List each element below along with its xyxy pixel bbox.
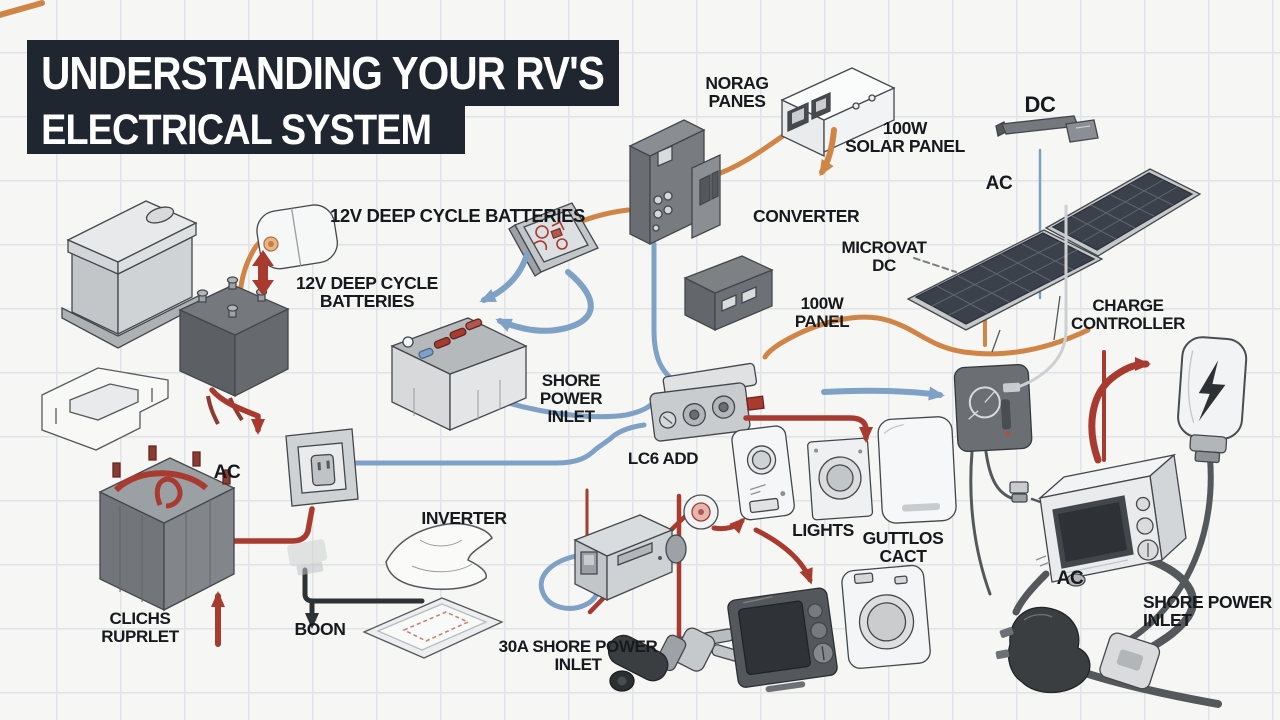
label-100w-solar-panel: 100W SOLAR PANEL (845, 118, 965, 157)
title-banner-top: UNDERSTANDING YOUR RV'S (27, 40, 619, 106)
wire-blue-controlbox-inlet (654, 244, 678, 384)
title-banner-bottom: ELECTRICAL SYSTEM (27, 106, 465, 154)
arrow-red-socket-doorbell (714, 517, 746, 534)
house-battery (100, 446, 234, 610)
label-dc-top: DC (1024, 92, 1056, 117)
arrow-blue-panel-battery-1 (479, 254, 527, 300)
coach-battery (392, 318, 526, 430)
label-30a-shore-power: 30A SHORE POWER INLET (498, 637, 658, 674)
arrow-red-to-charging-plug (1092, 357, 1151, 460)
wire-blue-outlet-inlet (350, 425, 644, 463)
control-box (630, 120, 720, 244)
shore-plug-connector (604, 625, 747, 691)
light-fixture-plate (807, 438, 872, 520)
cable-controller-down (971, 452, 990, 594)
appliance-box (877, 416, 956, 524)
microwave (1036, 455, 1186, 586)
mounting-bracket (42, 368, 168, 450)
label-converter: CONVERTER (753, 206, 860, 226)
label-shore-power-right: SHORE POWER INLET (1143, 592, 1272, 631)
cable-connector (1010, 482, 1028, 502)
label-lights: LIGHTS (792, 520, 854, 540)
charging-plug (1175, 336, 1247, 464)
arrow-blue-into-controller (824, 386, 945, 401)
water-pump (254, 202, 340, 271)
wire-red-battery-outlet (226, 509, 312, 541)
tv-monitor (727, 587, 839, 693)
fuse-panel (509, 203, 598, 276)
cable-evplug-down (1112, 458, 1211, 649)
label-inverter: INVERTER (421, 508, 507, 528)
arrows-layer (212, 130, 1151, 644)
label-deep-cycle-1: 12V DEEP CYCLE BATTERIES (330, 205, 585, 226)
cable-microwave-plug (1016, 574, 1046, 612)
label-lc6-add: LC6 ADD (627, 449, 699, 468)
arrow-red-to-tv (756, 530, 813, 585)
double-arrow-red (252, 250, 274, 296)
battery-fuses (415, 318, 486, 359)
arrow-orange-module-converter (822, 130, 834, 177)
label-boon: BOON (294, 619, 346, 639)
ghost-plug (287, 539, 328, 576)
title-line1: UNDERSTANDING YOUR RV'S (41, 47, 605, 99)
wire-orange-controlbox-module (712, 131, 790, 176)
label-microvat-dc: MICROVAT DC (841, 238, 927, 275)
chassis-battery (180, 277, 288, 424)
outlet-module (782, 68, 894, 156)
label-ac-left: AC (213, 462, 241, 483)
wire-white-panel-controller (1018, 206, 1066, 387)
wire-blue-strip-loop (541, 556, 598, 608)
dc-sensor-stick (996, 116, 1098, 142)
tray (364, 598, 502, 658)
components-layer (42, 68, 1248, 696)
label-deep-cycle-2: 12V DEEP CYCLE BATTERIES (296, 273, 438, 312)
cable-controller-connector (986, 452, 1014, 499)
power-strip (575, 515, 686, 600)
mains-plug (995, 607, 1161, 692)
lightning-bolt-icon (1198, 360, 1226, 422)
label-norag-panes: NORAG PANES (705, 73, 769, 112)
label-guttlos-cact: GUTTLOS CACT (862, 528, 944, 567)
round-socket (684, 495, 718, 529)
arrow-red-inlet-appliances (746, 418, 873, 443)
label-100w-panel: 100W PANEL (794, 294, 850, 331)
arrow-red-battery-outletplate (212, 390, 265, 435)
wire-orange-corner (0, 3, 42, 16)
label-clichs-ruprlet: CLICHS RUPRLET (101, 609, 179, 646)
charge-controller-box (954, 364, 1032, 452)
battery-posts (113, 446, 230, 484)
label-ac-top: AC (985, 173, 1013, 194)
speaker-box (841, 565, 931, 670)
dashed-link-microvat (914, 258, 956, 272)
converter-box (685, 256, 772, 330)
wall-outlet (286, 429, 358, 506)
inverter-funnel (386, 524, 492, 590)
cable-plug-right (1082, 672, 1218, 704)
doorbell-unit (731, 425, 796, 521)
label-charge-controller: CHARGE CONTROLLER (1070, 296, 1186, 333)
cable-microwave-s (1144, 560, 1193, 652)
shore-inlet-box (649, 363, 766, 442)
title-line2: ELECTRICAL SYSTEM (41, 105, 432, 154)
arrow-blue-panel-battery-2 (495, 272, 591, 331)
solar-panel-left (908, 230, 1102, 330)
solar-panel-right (992, 169, 1200, 352)
label-ac-right: AC (1056, 568, 1084, 589)
wire-orange-panel-sweep (765, 317, 1088, 357)
storage-box (62, 201, 204, 348)
label-shore-power-mid: SHORE POWER INLET (539, 371, 603, 426)
